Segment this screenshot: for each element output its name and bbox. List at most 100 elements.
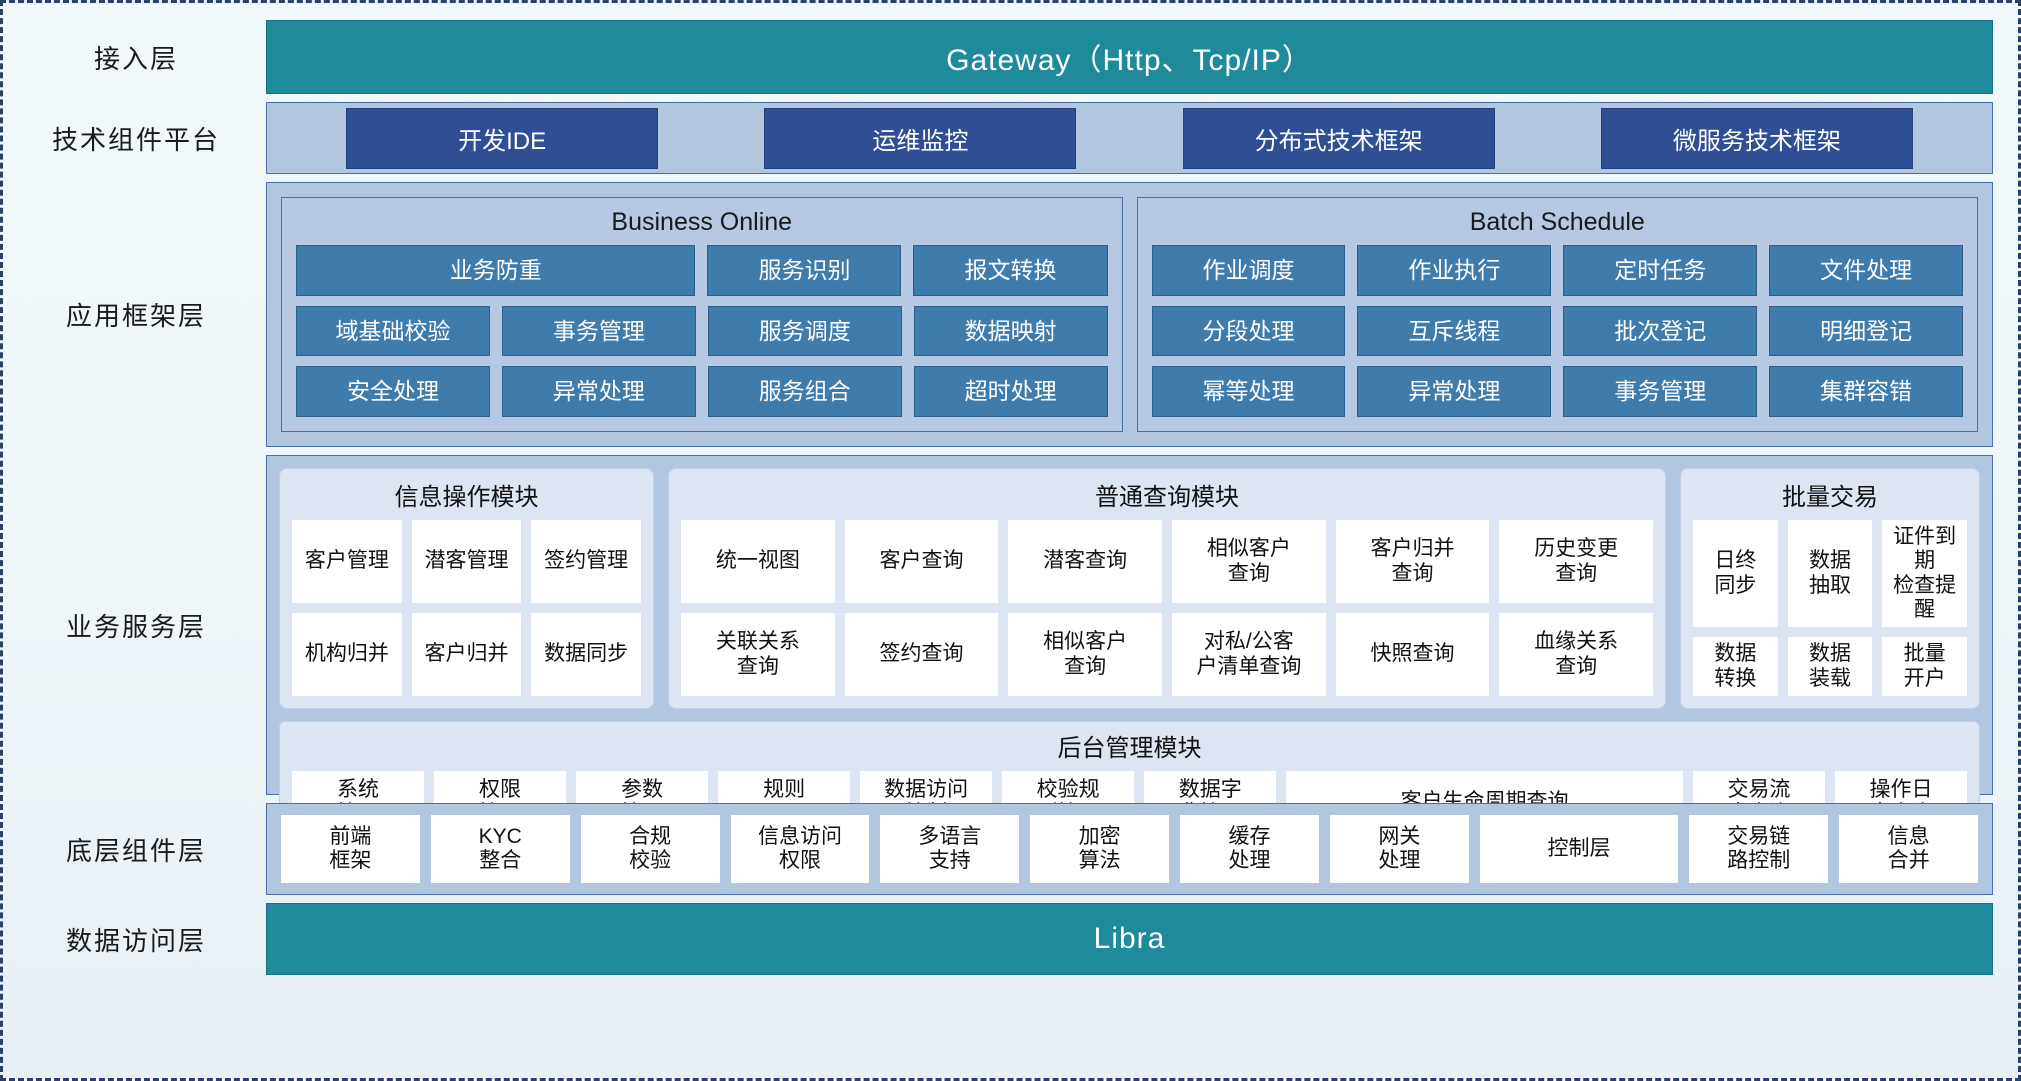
app-panel-0: Business Online 业务防重服务识别报文转换域基础校验事务管理服务调度… [281,197,1123,432]
business-item[interactable]: 关联关系查询 [681,613,835,697]
app-chip[interactable]: 服务组合 [707,366,902,418]
layer-label-tech-platform: 技术组件平台 [51,124,220,155]
base-component-item[interactable]: 控制层 [1479,815,1679,883]
app-panel-row: 幂等处理异常处理事务管理集群容错 [1151,366,1963,418]
business-item[interactable]: 快照查询 [1335,613,1490,697]
app-chip[interactable]: 事务管理 [501,305,696,357]
app-chip[interactable]: 事务管理 [1563,366,1758,418]
app-chip[interactable]: 域基础校验 [296,305,490,357]
base-component-item[interactable]: 前端框架 [281,815,420,883]
app-chip[interactable]: 异常处理 [501,366,696,418]
business-item[interactable]: 签约管理 [531,520,642,604]
app-chip[interactable]: 明细登记 [1769,305,1963,357]
business-item[interactable]: 客户管理 [292,520,402,604]
app-chip[interactable]: 业务防重 [296,245,696,296]
business-module-0: 信息操作模块客户管理潜客管理签约管理机构归并客户归并数据同步 [279,468,654,710]
business-item[interactable]: 统一视图 [681,520,835,604]
base-component-item[interactable]: 交易链路控制 [1689,815,1829,883]
app-chip[interactable]: 集群容错 [1769,366,1963,418]
business-module-rows-2: 日终同步数据抽取证件到期检查提醒数据转换数据装载批量开户 [1693,520,1968,697]
tech-chip-3[interactable]: 微服务技术框架 [1600,107,1913,169]
business-item[interactable]: 数据转换 [1693,637,1778,697]
business-modules-row: 信息操作模块客户管理潜客管理签约管理机构归并客户归并数据同步普通查询模块统一视图… [279,468,1980,710]
business-module-row: 数据转换数据装载批量开户 [1693,637,1968,697]
app-panel-row: 安全处理异常处理服务组合超时处理 [296,366,1108,418]
app-chip[interactable]: 作业调度 [1151,245,1346,296]
business-module-row: 机构归并客户归并数据同步 [292,613,642,697]
app-chip[interactable]: 异常处理 [1357,366,1552,418]
app-panel-row: 作业调度作业执行定时任务文件处理 [1151,245,1963,296]
app-chip[interactable]: 安全处理 [296,366,490,418]
business-module-2: 批量交易日终同步数据抽取证件到期检查提醒数据转换数据装载批量开户 [1680,468,1980,710]
app-panel-row: 分段处理互斥线程批次登记明细登记 [1151,305,1963,357]
app-panel-title-0: Business Online [611,208,793,236]
business-item[interactable]: 历史变更查询 [1499,520,1654,604]
business-item[interactable]: 相似客户查询 [1008,613,1163,697]
business-item[interactable]: 相似客户查询 [1172,520,1326,604]
business-module-row: 日终同步数据抽取证件到期检查提醒 [1693,520,1968,628]
app-chip[interactable]: 批次登记 [1563,305,1758,357]
business-module-rows-0: 客户管理潜客管理签约管理机构归并客户归并数据同步 [292,520,642,697]
layer-label-access: 接入层 [93,43,178,74]
tech-chip-2[interactable]: 分布式技术框架 [1182,107,1495,169]
business-item[interactable]: 客户归并 [411,613,522,697]
layer-label-base-component: 底层组件层 [65,835,206,866]
app-chip[interactable]: 文件处理 [1769,245,1963,296]
business-item[interactable]: 血缘关系查询 [1499,613,1654,697]
base-component-item[interactable]: 加密算法 [1030,815,1170,883]
business-item[interactable]: 日终同步 [1693,520,1778,628]
business-item[interactable]: 批量开户 [1882,637,1968,697]
gateway-band: Gateway（Http、Tcp/IP） [266,20,1993,94]
business-module-row: 关联关系查询签约查询相似客户查询对私/公客户清单查询快照查询血缘关系查询 [681,613,1654,697]
business-item[interactable]: 证件到期检查提醒 [1882,520,1968,628]
app-chip[interactable]: 互斥线程 [1357,305,1552,357]
app-chip[interactable]: 定时任务 [1563,245,1758,296]
diagram-grid: 接入层 Gateway（Http、Tcp/IP） 技术组件平台 开发IDE 运维监… [6,6,2015,1075]
layer-label-data-access: 数据访问层 [65,925,206,956]
admin-module-title: 后台管理模块 [1057,735,1202,763]
app-panel-row: 域基础校验事务管理服务调度数据映射 [296,305,1108,357]
app-panel-title-1: Batch Schedule [1469,208,1645,236]
app-chip[interactable]: 分段处理 [1151,305,1346,357]
layer-label-business-service: 业务服务层 [65,611,206,642]
app-chip[interactable]: 超时处理 [913,366,1108,418]
business-item[interactable]: 潜客管理 [411,520,522,604]
layer-label-app-framework: 应用框架层 [65,301,206,331]
base-component-item[interactable]: 合规校验 [580,815,720,883]
tech-chip-0[interactable]: 开发IDE [346,107,659,169]
base-component-item[interactable]: 多语言支持 [880,815,1020,883]
business-module-title-2: 批量交易 [1782,484,1878,511]
app-chip[interactable]: 服务调度 [707,305,902,357]
app-chip[interactable]: 服务识别 [707,245,902,296]
app-chip[interactable]: 报文转换 [913,245,1108,296]
business-item[interactable]: 潜客查询 [1008,520,1163,604]
tech-chip-1[interactable]: 运维监控 [764,107,1077,169]
business-item[interactable]: 机构归并 [292,613,402,697]
base-component-item[interactable]: 网关处理 [1329,815,1469,883]
business-module-title-1: 普通查询模块 [1095,484,1239,511]
app-chip[interactable]: 幂等处理 [1151,366,1346,418]
business-item[interactable]: 数据抽取 [1787,520,1873,628]
base-component-item[interactable]: 信息合并 [1839,815,1979,883]
business-item[interactable]: 对私/公客户清单查询 [1172,613,1326,697]
base-component-item[interactable]: 信息访问权限 [730,815,870,883]
app-panel-rows-0: 业务防重服务识别报文转换域基础校验事务管理服务调度数据映射安全处理异常处理服务组… [296,245,1108,418]
base-component-item[interactable]: 缓存处理 [1180,815,1319,883]
tech-platform-band: 开发IDE 运维监控 分布式技术框架 微服务技术框架 [266,102,1993,174]
app-chip[interactable]: 作业执行 [1357,245,1552,296]
business-item[interactable]: 签约查询 [844,613,999,697]
business-item[interactable]: 数据装载 [1787,637,1873,697]
app-chip[interactable]: 数据映射 [913,305,1108,357]
business-module-row: 统一视图客户查询潜客查询相似客户查询客户归并查询历史变更查询 [681,520,1654,604]
business-service-layer: 信息操作模块客户管理潜客管理签约管理机构归并客户归并数据同步普通查询模块统一视图… [266,455,1993,847]
business-item[interactable]: 客户归并查询 [1335,520,1490,604]
business-module-1: 普通查询模块统一视图客户查询潜客查询相似客户查询客户归并查询历史变更查询关联关系… [668,468,1666,710]
gateway-band-text: Gateway（Http、Tcp/IP） [946,44,1313,77]
business-item[interactable]: 数据同步 [531,613,642,697]
business-item[interactable]: 客户查询 [844,520,999,604]
